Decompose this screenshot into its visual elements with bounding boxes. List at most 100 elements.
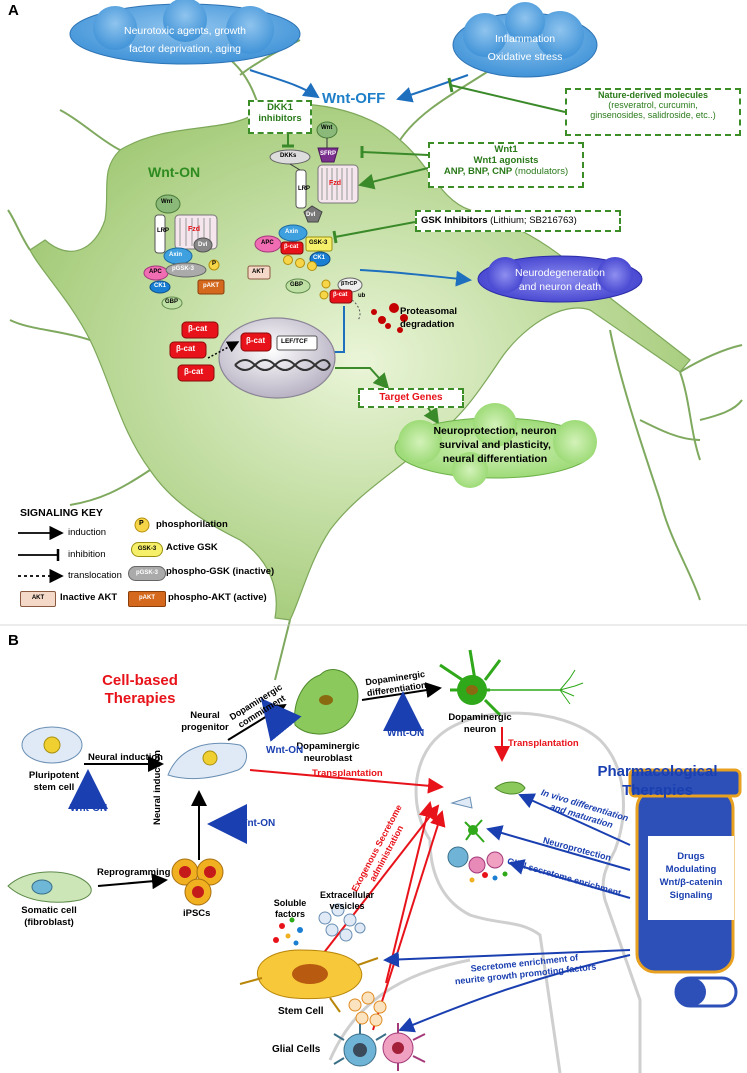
wnt1-box: Wnt1 Wnt1 agonists ANP, BNP, CNP (modula… [428, 142, 584, 188]
key-akt-inactive: Inactive AKT [60, 592, 118, 603]
vesicles-label: Extracellular vesicles [312, 890, 382, 912]
key-translocation: translocation [68, 570, 122, 581]
wnt-on-label: Wnt-ON [148, 164, 201, 180]
soluble-label: Soluble factors [260, 898, 320, 920]
text-line: stem cell [33, 782, 75, 793]
pill-bottle [628, 768, 742, 1008]
text-line: vesicles [329, 901, 365, 911]
text-line: Pluripotent [28, 770, 80, 781]
label-bcat-2: β-cat [176, 344, 196, 353]
text-line: Somatic cell [21, 905, 77, 916]
label-wnt-top: Wnt [321, 125, 333, 131]
head-silhouette [414, 711, 642, 1073]
title-line: Therapies [104, 690, 176, 707]
label-pakt: pAKT [203, 283, 219, 289]
title-line: Cell-based [102, 672, 178, 689]
cloud-line: Neurodegeneration [515, 267, 605, 279]
label-gbp-mid: GBP [290, 282, 304, 288]
nature-derived-box: Nature-derived molecules (resveratrol, c… [565, 88, 741, 136]
text-line: Modulating [665, 864, 717, 875]
da-neuron-label: Dopaminergic neuron [440, 712, 520, 736]
box-line: Wnt1 agonists [473, 155, 539, 166]
key-induction: induction [68, 527, 107, 538]
text-line: Neural [190, 710, 220, 721]
receptor-top [269, 121, 359, 209]
key-title: SIGNALING KEY [20, 507, 103, 519]
cloud-line: Oxidative stress [487, 51, 563, 63]
label-dvl-left: Dvl [198, 242, 208, 248]
wnt-off-label: Wnt-OFF [322, 90, 386, 107]
box-line: DKK1 [267, 102, 293, 113]
box-line: Nature-derived molecules [597, 90, 709, 100]
key-akt-chip: AKT [20, 591, 56, 607]
btrcp-complex [319, 277, 408, 333]
label-apc-left: APC [149, 269, 162, 275]
label-fzd-left: Fzd [188, 226, 201, 233]
neuroblast-label: Dopaminergic neuroblast [288, 741, 368, 765]
label-ub: ub [358, 293, 366, 299]
destruction-complex [247, 205, 333, 294]
proteasomal-text: Proteasomal degradation [400, 305, 457, 331]
text-line: Drugs [677, 851, 705, 862]
label-fzd-top: Fzd [329, 180, 342, 187]
text-line: Dopaminergic [296, 741, 360, 752]
box-line: ginsenosides, salidroside, etc..) [590, 110, 716, 120]
label-bcat-1: β-cat [188, 324, 208, 333]
target-genes-box: Target Genes [358, 388, 464, 408]
drugs-label: Drugs Modulating Wnt/β-catenin Signaling [648, 850, 734, 902]
panel-b-label: B [8, 632, 19, 649]
soluble-factor-dots [273, 917, 303, 946]
key-gsk-active: Active GSK [166, 542, 218, 553]
key-pakt-chip: pAKT [128, 591, 166, 607]
pharma-therapies-title: Pharmacological Therapies [570, 762, 745, 800]
cloud-line: Neurotoxic agents, growth [124, 25, 246, 37]
vesicle-cluster-2 [348, 991, 387, 1027]
label-bcat-3: β-cat [184, 367, 204, 376]
label-bcat-btrcp: β-cat [333, 292, 348, 298]
neurodegeneration-text: Neurodegeneration and neuron death [490, 266, 630, 294]
cell-therapies-title: Cell-based Therapies [80, 672, 200, 708]
key-gsk-chip: GSK-3 [131, 542, 163, 557]
key-inhibition: inhibition [68, 549, 106, 560]
key-pakt-active: phospho-AKT (active) [168, 592, 267, 603]
key-pgsk-inactive: phospho-GSK (inactive) [166, 566, 275, 577]
neural-induction-label: Neural induction [88, 752, 163, 763]
label-sfrp: SFRP [320, 151, 337, 157]
cloud-neurodegeneration [477, 255, 643, 303]
text-line: Proteasomal [400, 306, 458, 317]
label-akt: AKT [252, 269, 265, 275]
text-line: Extracellular [319, 890, 375, 900]
cloud-line: factor deprivation, aging [128, 43, 242, 55]
key-p-chip: P [139, 520, 144, 527]
cloud-line: and neuron death [518, 281, 602, 293]
text-line: neuron [463, 724, 497, 735]
label-gbp-left: GBP [165, 299, 179, 305]
cloud-line: Inflammation [494, 33, 556, 45]
text-line: Soluble [273, 898, 307, 908]
neural-induction-vertical: Neural induction [152, 750, 163, 825]
gsk-inhibitors-box: GSK Inhibitors (Lithium; SB216763) [415, 210, 621, 232]
text-line: degradation [400, 319, 455, 330]
outcome-text: Neuroprotection, neuron survival and pla… [410, 424, 580, 466]
dna [234, 359, 331, 371]
cloud-line: survival and plasticity, [439, 439, 551, 451]
text-line: Signaling [669, 890, 713, 901]
box-line: Wnt1 [494, 144, 518, 155]
key-phos: phosphorilation [156, 519, 228, 530]
cloud-inflammation [452, 2, 598, 78]
label-bcat-mid: β-cat [284, 244, 299, 250]
text-line: Wnt/β-catenin [659, 877, 723, 888]
label-axin-left: Axin [169, 252, 183, 258]
label-gsk-mid: GSK-3 [309, 240, 328, 246]
label-dkks: DKKs [280, 153, 297, 159]
box-line: (Lithium; SB216763) [490, 215, 577, 226]
label-ck1-left: CK1 [154, 283, 167, 289]
label-pgsk-left: pGSK-3 [172, 266, 195, 272]
label-lef: LEF/TCF [281, 338, 308, 345]
label-dvl-mid: Dvl [306, 212, 316, 218]
cloud-line: neural differentiation [442, 453, 548, 465]
box-line: inhibitors [258, 113, 302, 124]
label-p-left: P [212, 261, 217, 267]
label-lrp-left: LRP [157, 228, 169, 234]
